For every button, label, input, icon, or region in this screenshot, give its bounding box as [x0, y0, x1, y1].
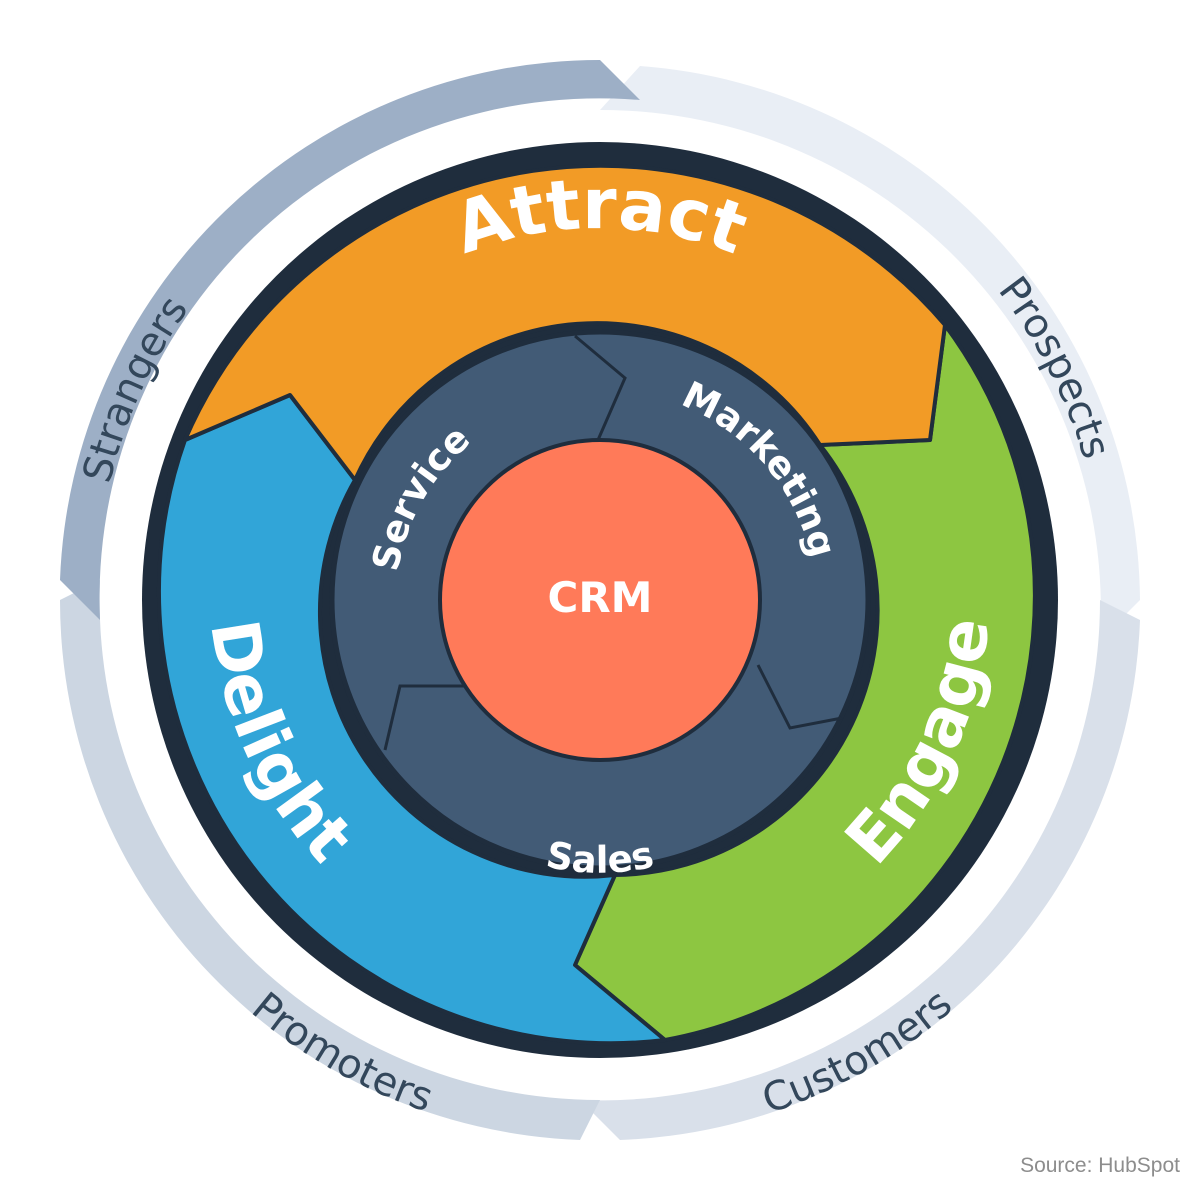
stage-segment-attract [183, 163, 947, 482]
outer-segment-customers [580, 600, 1140, 1140]
stage-ring [156, 163, 1037, 1046]
stage-segment-delight [156, 393, 667, 1046]
stage-segment-engage [573, 323, 1037, 1042]
outer-segment-prospects [600, 66, 1140, 640]
label-sales: Sales [543, 833, 657, 882]
label-crm: CRM [548, 573, 653, 622]
hub-dividers [383, 334, 843, 751]
outer-segment-promoters [59, 580, 601, 1140]
crm-core [438, 438, 762, 762]
outer-ring [59, 59, 1140, 1140]
source-credit: Source: HubSpot [1020, 1154, 1180, 1177]
